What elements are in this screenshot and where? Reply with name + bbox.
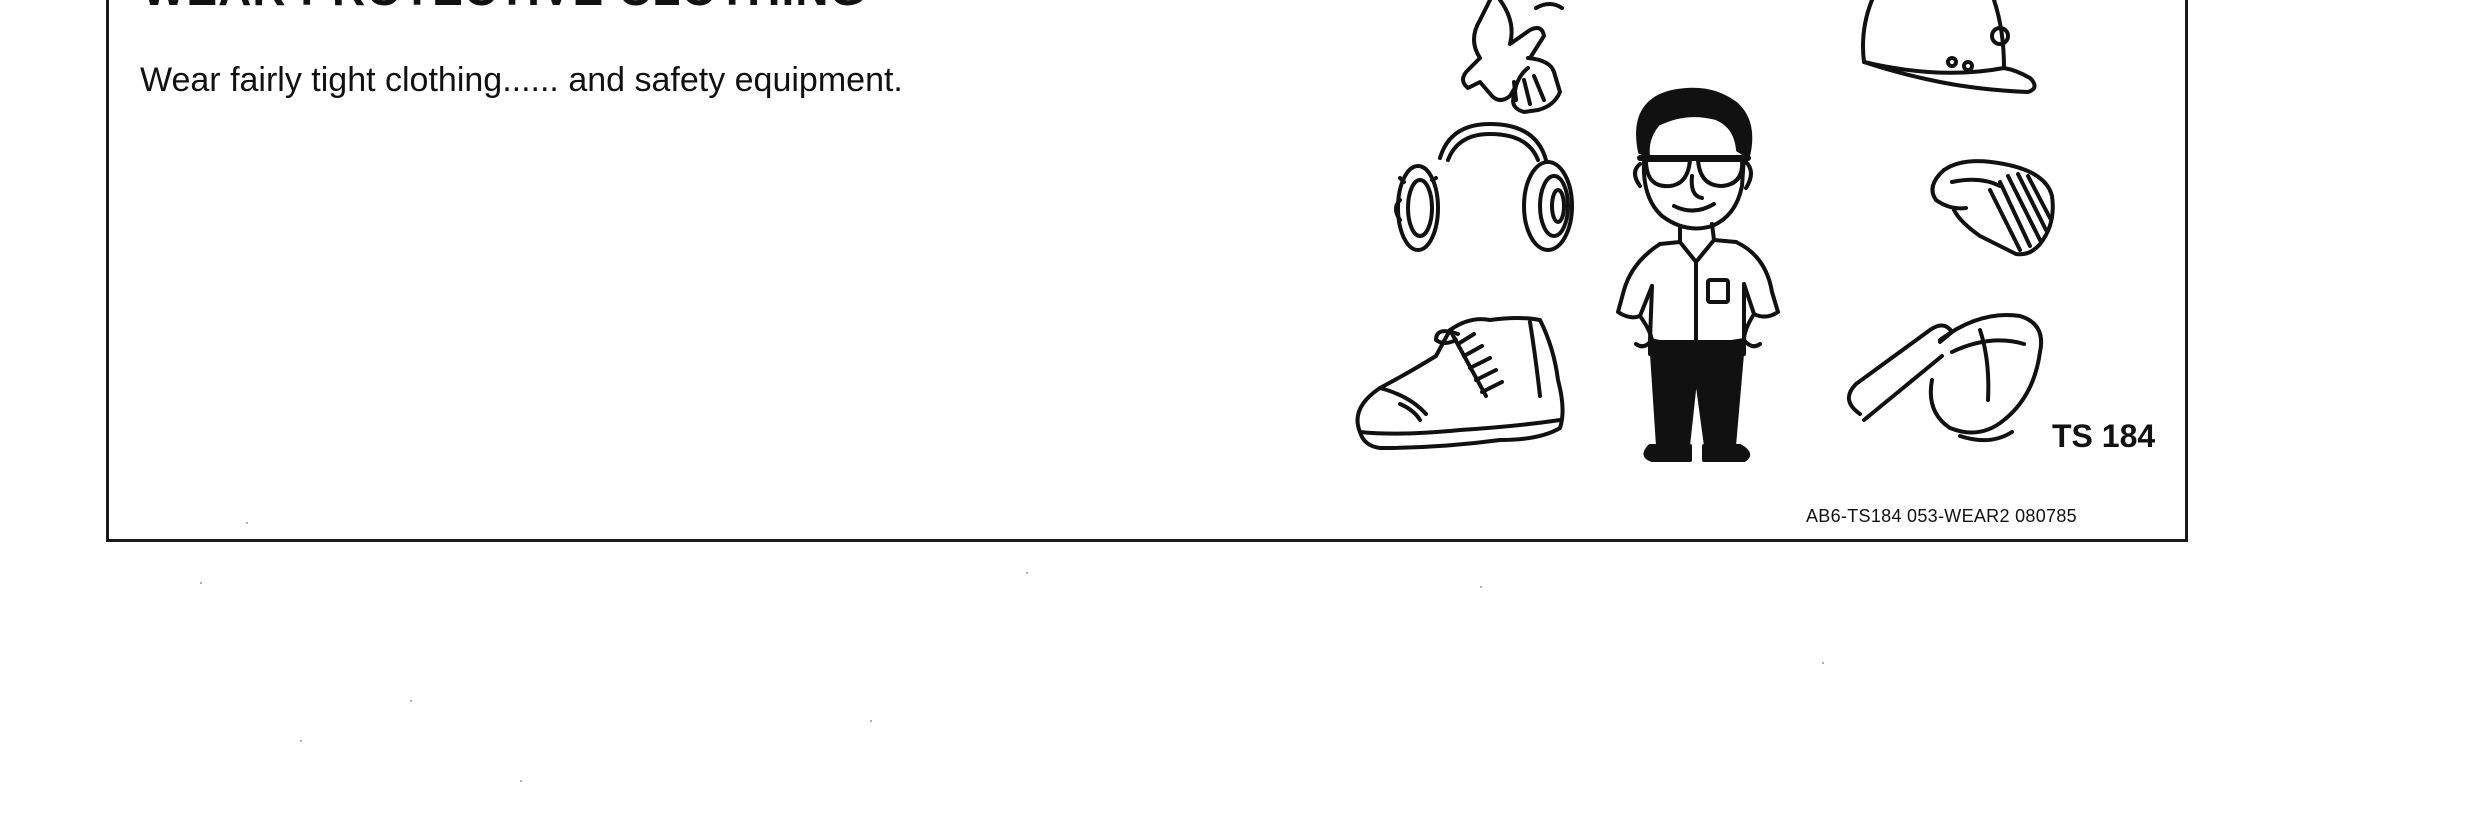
safety-boot-icon	[1355, 316, 1565, 450]
notice-body-text: Wear fairly tight clothing...... and saf…	[140, 61, 903, 99]
hard-hat-icon	[1861, 0, 2037, 94]
reference-code: AB6-TS184 053-WEAR2 080785	[1806, 506, 2077, 526]
protective-equipment-illustration	[1355, 0, 2055, 462]
notice-heading: WEAR PROTECTIVE CLOTHING	[142, 0, 866, 12]
scan-speck	[200, 582, 202, 584]
scan-speck	[1822, 662, 1824, 664]
scan-speck	[1026, 572, 1028, 574]
gloves-icon	[1461, 0, 1564, 114]
safety-goggles-icon	[1847, 313, 2043, 443]
scan-speck	[300, 740, 302, 742]
scan-speck	[410, 700, 412, 702]
scan-speck	[246, 522, 248, 524]
worker-figure-icon	[1616, 87, 1780, 462]
ear-muffs-icon	[1394, 122, 1574, 252]
scan-speck	[520, 780, 522, 782]
safety-notice-box	[106, 0, 2188, 542]
respirator-icon	[1930, 159, 2055, 257]
scan-speck	[870, 720, 872, 722]
illustration-id-label: TS 184	[2052, 418, 2156, 454]
scan-speck	[1480, 586, 1482, 588]
